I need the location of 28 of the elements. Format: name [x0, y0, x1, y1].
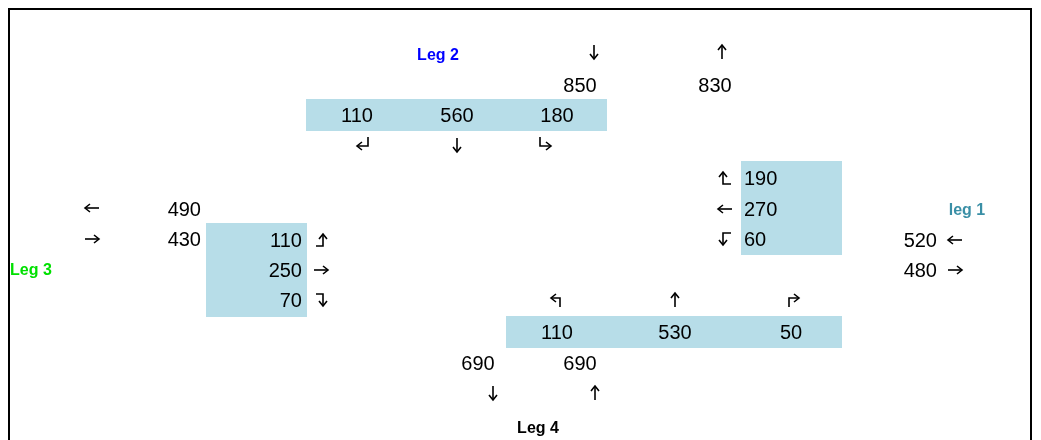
volume-band — [206, 223, 307, 317]
volume-value: 70 — [279, 288, 302, 312]
total-volume: 830 — [698, 73, 732, 97]
total-volume: 850 — [563, 73, 597, 97]
total-volume: 690 — [461, 351, 495, 375]
leg-label: Leg 4 — [517, 418, 559, 438]
volume-value: 560 — [440, 103, 474, 127]
total-volume: 520 — [903, 228, 937, 252]
total-volume: 480 — [903, 258, 937, 282]
volume-band — [506, 316, 842, 348]
volume-value: 110 — [341, 103, 373, 127]
volume-value: 270 — [744, 197, 778, 221]
volume-value: 180 — [540, 103, 574, 127]
volume-band — [741, 161, 842, 255]
total-volume: 690 — [563, 351, 597, 375]
volume-value: 110 — [541, 320, 573, 344]
volume-value: 60 — [744, 227, 767, 251]
volume-value: 50 — [779, 320, 803, 344]
volume-value: 530 — [658, 320, 692, 344]
total-volume: 430 — [167, 227, 201, 251]
volume-value: 190 — [744, 166, 778, 190]
volume-value: 250 — [268, 258, 302, 282]
total-volume: 490 — [167, 197, 201, 221]
leg-label: Leg 2 — [417, 45, 459, 65]
leg-label: leg 1 — [948, 200, 986, 220]
volume-value: 110 — [270, 228, 302, 252]
leg-label: Leg 3 — [10, 260, 52, 280]
volume-band — [306, 99, 607, 131]
